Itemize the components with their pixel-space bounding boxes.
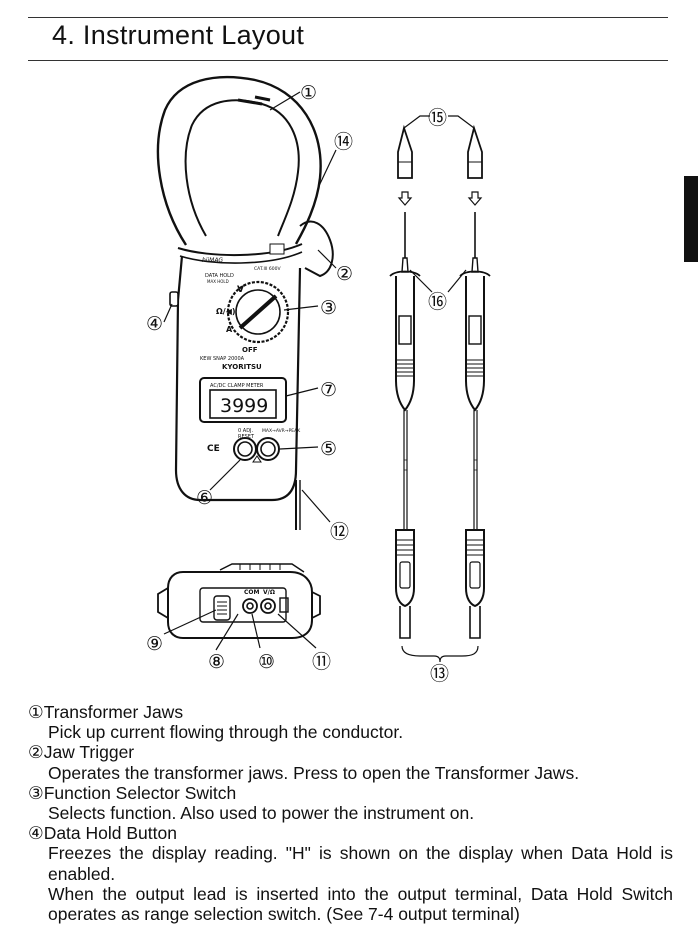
callouts: ① ⑭ ② ③ ④ ⑦ ⑤ ⑥ ⑫ ⑨ ⑧ ⑩ ⑪ ⑮ ⑯ ⑬	[146, 82, 449, 685]
lcd-frame	[199, 377, 287, 423]
callout-12: ⑫	[330, 521, 349, 543]
plug-right	[465, 529, 485, 608]
callout-15: ⑮	[428, 107, 447, 129]
probe-body-left	[395, 276, 415, 412]
desc-text: Pick up current flowing through the cond…	[48, 722, 404, 743]
svg-text:RESET: RESET	[238, 434, 255, 440]
top-rule	[28, 17, 668, 18]
title-underline	[28, 60, 668, 61]
svg-text:V/Ω: V/Ω	[263, 589, 275, 596]
desc-text: When the output lead is inserted into th…	[48, 883, 673, 925]
callout-6: ⑥	[196, 487, 213, 509]
peak-button	[256, 437, 280, 461]
svg-text:V: V	[237, 285, 244, 295]
callout-2: ②	[336, 263, 353, 285]
cap-left	[397, 124, 413, 179]
test-leads	[389, 115, 491, 663]
instrument-figure: hiiMAG DATA HOLD MAX HOLD CAT.III 600V V…	[146, 75, 491, 685]
svg-text:DATA HOLD: DATA HOLD	[205, 273, 234, 279]
probe-body-right	[465, 276, 485, 412]
chapter-tab	[684, 176, 698, 262]
clamp-meter: hiiMAG DATA HOLD MAX HOLD CAT.III 600V V…	[156, 75, 334, 530]
svg-text:Ω/◀): Ω/◀)	[216, 307, 236, 316]
svg-text:MAX→AVR→PEAK: MAX→AVR→PEAK	[262, 428, 301, 434]
svg-text:hiiMAG: hiiMAG	[202, 257, 223, 264]
callout-10: ⑩	[258, 651, 275, 673]
callout-4: ④	[146, 313, 163, 335]
desc-heading: ③Function Selector Switch	[28, 782, 237, 803]
transformer-jaws	[156, 75, 322, 246]
desc-heading: ①Transformer Jaws	[28, 702, 184, 722]
callout-3: ③	[320, 297, 337, 319]
desc-heading: ④Data Hold Button	[28, 823, 177, 844]
function-selector-switch	[226, 280, 290, 344]
callout-5: ⑤	[320, 438, 337, 460]
output-terminal	[279, 597, 289, 613]
cap-right	[467, 124, 483, 179]
desc-text: Selects function. Also used to power the…	[48, 803, 475, 824]
callout-16: ⑯	[428, 291, 447, 313]
callout-1: ①	[300, 82, 317, 104]
display-reading: 3999	[220, 395, 268, 417]
vo-terminal	[260, 598, 276, 614]
desc-text: Operates the transformer jaws. Press to …	[48, 762, 580, 783]
bottom-view: COM V/Ω	[157, 563, 321, 639]
svg-text:AC/DC CLAMP METER: AC/DC CLAMP METER	[210, 383, 264, 389]
callout-14: ⑭	[334, 131, 353, 153]
svg-text:A: A	[226, 325, 233, 334]
desc-heading: ②Jaw Trigger	[28, 742, 135, 763]
plug-left	[395, 529, 415, 608]
svg-text:CAT.III 600V: CAT.III 600V	[254, 266, 282, 272]
svg-text:MAX HOLD: MAX HOLD	[207, 279, 229, 284]
page-title: 4. Instrument Layout	[52, 20, 305, 50]
svg-text:OFF: OFF	[242, 346, 258, 354]
callout-9: ⑨	[146, 633, 163, 655]
jaw-opening	[184, 99, 300, 237]
jaw-trigger	[299, 220, 334, 278]
callout-13: ⑬	[430, 663, 449, 685]
desc-text: Freezes the display reading. "H" is show…	[48, 843, 673, 884]
lcd-display	[209, 389, 277, 419]
svg-text:0 ADJ.: 0 ADJ.	[238, 428, 254, 434]
battery-cover	[213, 595, 231, 621]
callout-8: ⑧	[208, 651, 225, 673]
component-descriptions: ①Transformer Jaws Pick up current flowin…	[28, 702, 673, 924]
meter-body	[174, 255, 302, 502]
callout-7: ⑦	[320, 379, 337, 401]
leader-lines	[163, 91, 467, 651]
svg-text:CE: CE	[207, 444, 220, 454]
svg-text:KEW SNAP 2000A: KEW SNAP 2000A	[200, 356, 245, 362]
svg-text:KYORITSU: KYORITSU	[222, 363, 262, 371]
callout-11: ⑪	[312, 651, 331, 673]
svg-text:COM: COM	[244, 589, 260, 596]
data-hold-button	[169, 291, 179, 307]
com-terminal	[242, 598, 258, 614]
